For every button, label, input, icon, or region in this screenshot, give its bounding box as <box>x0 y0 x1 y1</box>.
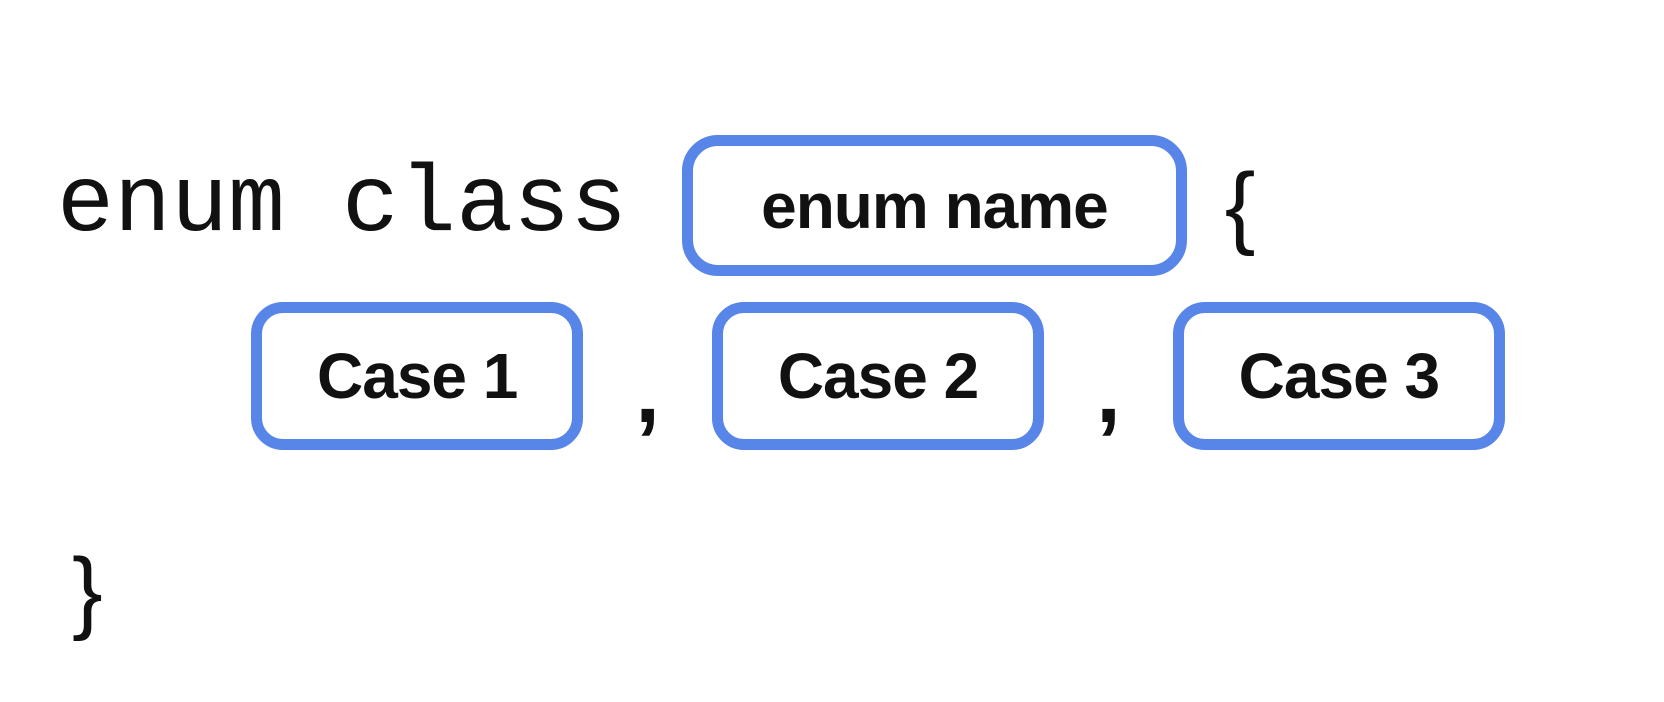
enum-class-keyword: enum class <box>57 151 628 259</box>
declaration-line: enum class enum name { <box>57 135 1255 276</box>
enum-name-placeholder-box: enum name <box>682 135 1187 276</box>
case-3-label: Case 3 <box>1238 340 1440 412</box>
comma-separator: , <box>635 342 660 441</box>
case-3-box: Case 3 <box>1172 302 1506 450</box>
close-brace: } <box>72 540 103 642</box>
comma-separator: , <box>1096 342 1121 441</box>
case-2-box: Case 2 <box>711 302 1045 450</box>
enum-name-placeholder-label: enum name <box>761 169 1109 242</box>
case-1-box: Case 1 <box>251 302 584 450</box>
open-brace: { <box>1224 154 1256 257</box>
case-1-label: Case 1 <box>317 340 518 412</box>
case-2-label: Case 2 <box>777 340 979 412</box>
cases-line: Case 1 , Case 2 , Case 3 <box>251 302 1506 450</box>
